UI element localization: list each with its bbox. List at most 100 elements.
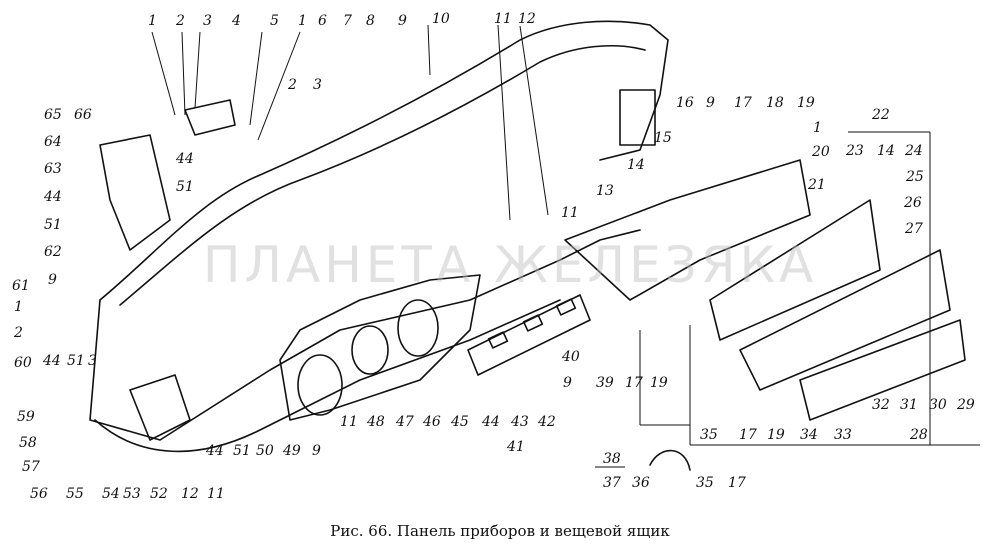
gauge-center [351,325,389,375]
callout: 19 [797,95,815,111]
callout: 44 [176,151,194,167]
figure-caption: Рис. 66. Панель приборов и вещевой ящик [330,522,670,540]
callout: 62 [44,244,62,260]
cluster-housing [279,274,481,421]
callout: 39 [596,375,614,391]
right-vent-grill [619,89,656,146]
callout: 2 [176,13,185,29]
callout: 38 [603,451,621,467]
callout: 4 [232,13,241,29]
callout: 32 [872,397,890,413]
callout: 61 [12,278,30,294]
callout: 51 [233,443,251,459]
callout: 48 [367,414,385,430]
callout: 51 [67,353,85,369]
callout: 12 [518,11,536,27]
cover-part [184,99,236,136]
callout: 18 [766,95,784,111]
callout: 9 [312,443,321,459]
callout: 34 [800,427,818,443]
leader-lines [151,24,980,468]
callout: 9 [563,375,572,391]
callout: 9 [398,13,407,29]
callout: 19 [767,427,785,443]
callout: 11 [340,414,358,430]
callout: 2 [14,325,23,341]
callout: 21 [808,177,826,193]
callout: 33 [834,427,852,443]
callout: 45 [451,414,469,430]
callout: 57 [22,459,40,475]
callout: 17 [625,375,643,391]
callout: 26 [904,195,922,211]
watermark-text: ПЛАНЕТА ЖЕЛЕЗЯКА [202,236,818,294]
callout: 24 [905,143,923,159]
callout: 66 [74,107,92,123]
callout: 51 [44,217,62,233]
callout: 60 [14,355,32,371]
callout: 11 [207,486,225,502]
callout: 14 [877,143,895,159]
callout: 2 [288,77,297,93]
callout: 1 [813,120,822,136]
callout: 16 [676,95,694,111]
callout: 42 [538,414,556,430]
console-slot-2 [522,314,544,332]
callout: 1 [298,13,307,29]
left-bracket [99,134,171,251]
callout: 37 [603,475,621,491]
callout: 11 [494,11,512,27]
callout: 22 [872,107,890,123]
callout: 35 [696,475,714,491]
panel-top-inner [119,44,646,306]
callout: 9 [706,95,715,111]
callout: 13 [596,183,614,199]
callout: 64 [44,134,62,150]
callout: 10 [432,11,450,27]
callout: 5 [270,13,279,29]
callout: 47 [396,414,414,430]
callout: 28 [910,427,928,443]
callout: 35 [700,427,718,443]
callout: 31 [900,397,918,413]
callout: 9 [48,272,57,288]
callout: 54 [102,486,120,502]
gauge-right [397,299,439,357]
callout: 25 [906,169,924,185]
callout: 49 [283,443,301,459]
callout: 46 [423,414,441,430]
callout: 44 [43,353,61,369]
callout: 23 [846,143,864,159]
callout: 14 [627,157,645,173]
panel-lower-edge [94,299,561,453]
callout: 17 [739,427,757,443]
callout: 30 [929,397,947,413]
callout: 65 [44,107,62,123]
callout: 12 [181,486,199,502]
callout: 58 [19,435,37,451]
callout: 53 [123,486,141,502]
callout: 8 [366,13,375,29]
gauge-left [297,354,343,416]
callout: 43 [511,414,529,430]
callout: 1 [148,13,157,29]
callout: 6 [318,13,327,29]
left-lower-grill [129,374,191,441]
glovebox-lid [739,249,951,391]
callout: 1 [14,299,23,315]
callout: 17 [728,475,746,491]
glovebox-lid-frame [709,199,881,341]
callout: 51 [176,179,194,195]
callout: 17 [734,95,752,111]
callout: 41 [507,439,525,455]
callout: 52 [150,486,168,502]
callout: 59 [17,409,35,425]
glovebox-liner [799,319,966,421]
callout: 27 [905,221,923,237]
center-console-panel [467,294,591,376]
callout: 44 [44,189,62,205]
callout: 20 [812,144,830,160]
callout: 55 [66,486,84,502]
callout: 63 [44,161,62,177]
callout: 40 [562,349,580,365]
